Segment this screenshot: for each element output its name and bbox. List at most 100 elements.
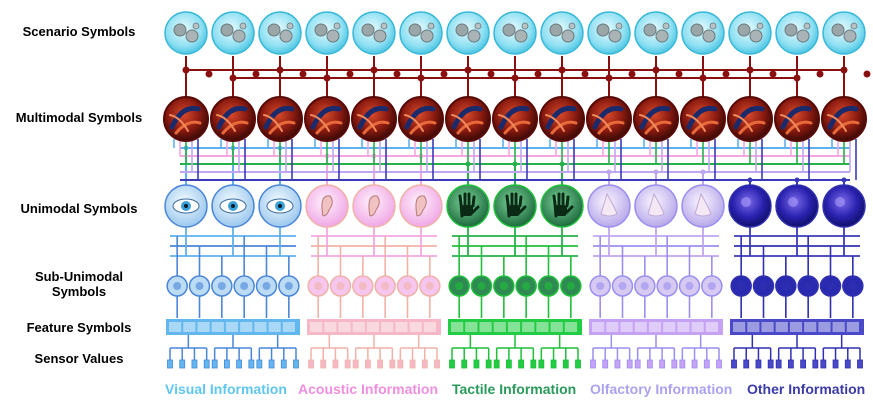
- multimodal-symbol: [445, 96, 491, 142]
- visual-feature-symbol: [268, 322, 281, 332]
- other-unimodal-symbol: [728, 184, 772, 228]
- tactile-sensor-value: [538, 359, 545, 369]
- visual-sensor-value: [211, 359, 218, 369]
- acoustic-sensor-value: [389, 359, 396, 369]
- tactile-sensor-value: [550, 359, 557, 369]
- other-feature-strip: [730, 319, 864, 335]
- tactile-unimodal-symbol: [493, 184, 537, 228]
- acoustic-feature-symbol: [310, 322, 323, 332]
- gears-icon: [596, 22, 623, 43]
- visual-feature-symbol: [282, 322, 295, 332]
- other-feature-symbol: [832, 322, 845, 332]
- acoustic-feature-symbol: [395, 322, 408, 332]
- visual-sensor-value: [167, 359, 173, 369]
- tactile-sensor-value: [575, 359, 581, 369]
- scenario-symbol: [587, 11, 631, 55]
- olfactory-sensor-value: [659, 359, 666, 369]
- tactile-feature-symbol: [479, 322, 492, 332]
- other-sensor-value: [800, 359, 807, 369]
- olfactory-sub-icon: [618, 282, 627, 290]
- olfactory-feature-symbol: [606, 322, 619, 332]
- hand-icon: [505, 192, 527, 218]
- acoustic-sub-icon: [336, 282, 345, 290]
- scenario-symbol: [493, 11, 537, 55]
- acoustic-feature-symbol: [423, 322, 436, 332]
- row-label-scenario: Scenario Symbols: [22, 24, 136, 39]
- tactile-sub-icon: [499, 282, 508, 290]
- acoustic-sensor-value: [377, 359, 384, 369]
- olfactory-sensor-value: [671, 359, 678, 369]
- acoustic-sensor-value: [344, 359, 351, 369]
- acoustic-sensor-value: [421, 359, 428, 369]
- olfactory-sensor-value: [590, 359, 596, 369]
- tactile-sub-icon: [544, 282, 553, 290]
- scenario-symbol: [164, 11, 208, 55]
- acoustic-feature-symbol: [366, 322, 380, 332]
- acoustic-sensor-value: [397, 359, 404, 369]
- brain-tissue-icon: [357, 105, 390, 135]
- multimodal-symbol: [351, 96, 397, 142]
- brain-tissue-icon: [451, 105, 484, 135]
- row-label-sub-unimodal-line1: Sub-Unimodal: [34, 269, 124, 284]
- olfactory-sensor-value: [679, 359, 686, 369]
- nose-icon: [600, 192, 618, 217]
- other-sub-icon: [848, 282, 857, 290]
- scenario-symbol: [634, 11, 678, 55]
- gears-icon: [502, 22, 529, 43]
- visual-sub-icon: [284, 282, 293, 290]
- eye-icon: [266, 198, 294, 214]
- multimodal-symbol: [257, 96, 303, 142]
- tactile-feature-strip: [448, 319, 582, 335]
- visual-feature-strip: [166, 319, 300, 335]
- tactile-unimodal-symbol: [540, 184, 584, 228]
- other-sensor-value: [812, 359, 819, 369]
- row-label-unimodal: Unimodal Symbols: [20, 201, 138, 216]
- acoustic-feature-symbol: [381, 322, 394, 332]
- visual-sensor-value: [256, 359, 263, 369]
- acoustic-sensor-value: [364, 359, 371, 369]
- multimodal-symbol: [821, 96, 867, 142]
- acoustic-sub-icon: [381, 282, 390, 290]
- visual-unimodal-symbol: [211, 184, 255, 228]
- acoustic-unimodal-symbol: [305, 184, 349, 228]
- olfactory-sub-icon: [663, 282, 672, 290]
- gears-icon: [643, 22, 670, 43]
- visual-feature-symbol: [225, 322, 239, 332]
- olfactory-feature-symbol: [620, 322, 633, 332]
- scenario-symbol: [681, 11, 725, 55]
- visual-sub-icon: [240, 282, 249, 290]
- tactile-sensor-value: [493, 359, 500, 369]
- other-feature-symbol: [775, 322, 788, 332]
- hand-icon: [552, 192, 574, 218]
- visual-sensor-value: [293, 359, 299, 369]
- brain-tissue-icon: [639, 105, 672, 135]
- tactile-feature-symbol: [522, 322, 535, 332]
- other-feature-symbol: [789, 322, 803, 332]
- olfactory-feature-symbol: [705, 322, 718, 332]
- gears-icon: [267, 22, 294, 43]
- tactile-sub-icon: [522, 282, 531, 290]
- acoustic-sub-icon: [314, 282, 323, 290]
- hand-icon: [458, 192, 480, 218]
- brain-tissue-icon: [686, 105, 719, 135]
- multimodal-symbol: [774, 96, 820, 142]
- ear-icon: [368, 195, 380, 217]
- multimodal-symbol: [633, 96, 679, 142]
- visual-feature-symbol: [240, 322, 253, 332]
- olfactory-sensor-value: [602, 359, 609, 369]
- tactile-sensor-value: [530, 359, 537, 369]
- brain-tissue-icon: [592, 105, 625, 135]
- brain-tissue-icon: [733, 105, 766, 135]
- tactile-feature-symbol: [536, 322, 549, 332]
- acoustic-sensor-value: [434, 359, 440, 369]
- row-label-feature: Feature Symbols: [26, 320, 132, 335]
- other-sub-icon: [804, 282, 813, 290]
- scenario-symbol: [822, 11, 866, 55]
- acoustic-sub-icon: [425, 282, 434, 290]
- brain-tissue-icon: [780, 105, 813, 135]
- brain-tissue-icon: [263, 105, 296, 135]
- legend-acoustic: Acoustic Information: [298, 381, 439, 397]
- other-sensor-value: [743, 359, 750, 369]
- other-sensor-value: [787, 359, 794, 369]
- visual-sensor-value: [191, 359, 198, 369]
